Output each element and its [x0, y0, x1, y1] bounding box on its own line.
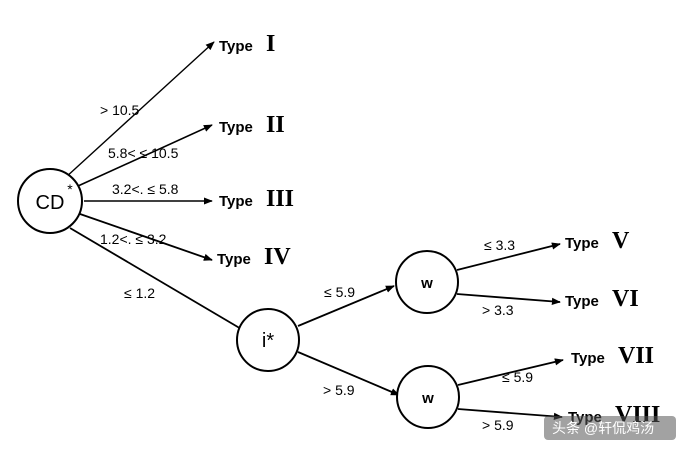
type-3-word: Type [219, 193, 253, 210]
edge-i-w-lower [297, 351, 400, 396]
type-3-numeral: III [266, 186, 294, 212]
edge-label-w-lower-type7: ≤ 5.9 [502, 369, 533, 385]
type-6-numeral: VI [612, 286, 639, 312]
edge-labels: > 10.5 5.8< ≤ 10.5 3.2<. ≤ 5.8 1.2<. ≤ 3… [100, 102, 533, 433]
edge-cd-type4 [79, 213, 213, 261]
type-labels: Type I Type II Type III Type IV Type V T… [217, 31, 660, 428]
edge-w-lower-type7 [457, 358, 564, 386]
node-cd: CD * [17, 168, 83, 234]
node-i: i* [236, 308, 300, 372]
node-w-lower: w [396, 365, 460, 429]
node-cd-superscript: * [67, 181, 73, 197]
type-6-word: Type [565, 293, 599, 310]
type-7-word: Type [571, 350, 605, 367]
node-w-upper-label: w [420, 275, 433, 292]
type-2: Type II [219, 112, 285, 138]
edge-label-i-w-upper: ≤ 5.9 [324, 284, 355, 300]
edge-w-lower-type8 [457, 408, 563, 420]
edge-label-cd-type4: 1.2<. ≤ 3.2 [100, 231, 167, 247]
edge-label-cd-type1: > 10.5 [100, 102, 140, 118]
edge-label-i-w-lower: > 5.9 [323, 382, 355, 398]
edge-label-cd-i: ≤ 1.2 [124, 285, 155, 301]
type-4-word: Type [217, 251, 251, 268]
type-5-numeral: V [612, 228, 630, 254]
type-6: Type VI [565, 286, 639, 312]
edge-i-w-upper [297, 285, 395, 327]
type-7: Type VII [571, 343, 654, 369]
edge-label-cd-type3: 3.2<. ≤ 5.8 [112, 181, 179, 197]
edge-w-upper-type5 [456, 242, 561, 271]
type-2-word: Type [219, 119, 253, 136]
type-1-numeral: I [266, 31, 275, 57]
type-3: Type III [219, 186, 294, 212]
type-5-word: Type [565, 235, 599, 252]
edge-label-cd-type2: 5.8< ≤ 10.5 [108, 145, 179, 161]
edge-label-w-upper-type6: > 3.3 [482, 302, 514, 318]
type-1: Type I [219, 31, 275, 57]
nodes: CD * i* w w [17, 168, 460, 429]
type-2-numeral: II [266, 112, 285, 138]
type-4-numeral: IV [264, 244, 291, 270]
type-4: Type IV [217, 244, 291, 270]
edge-label-w-lower-type8: > 5.9 [482, 417, 514, 433]
node-cd-label: CD [36, 192, 65, 214]
watermark: 头条 @轩侃鸡汤 [544, 416, 676, 440]
edge-label-w-upper-type5: ≤ 3.3 [484, 237, 515, 253]
node-w-upper: w [395, 250, 459, 314]
type-5: Type V [565, 228, 630, 254]
type-1-word: Type [219, 38, 253, 55]
edge-w-upper-type6 [456, 293, 561, 305]
node-i-label: i* [262, 330, 274, 352]
edge-cd-type2 [77, 124, 213, 187]
type-7-numeral: VII [618, 343, 654, 369]
edge-cd-type1 [64, 41, 215, 179]
node-w-lower-label: w [421, 390, 434, 407]
edge-cd-i [69, 227, 249, 334]
edges [64, 41, 564, 420]
watermark-text: 头条 @轩侃鸡汤 [552, 420, 654, 436]
